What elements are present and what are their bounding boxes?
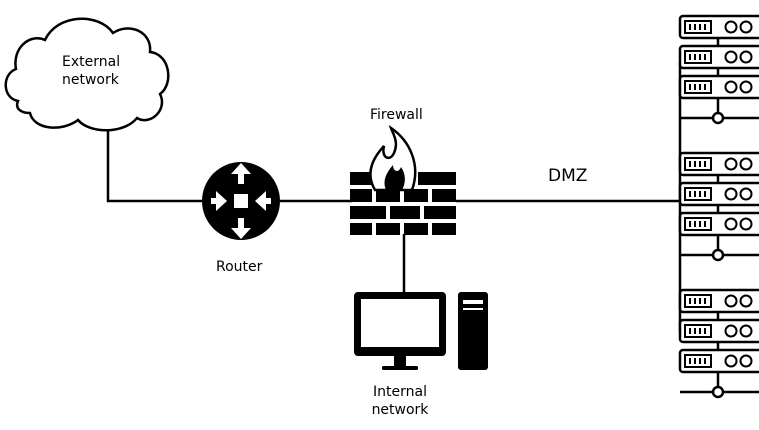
cloud-icon — [4, 17, 170, 132]
flame-icon — [369, 124, 417, 192]
server-unit — [678, 288, 759, 314]
router-label: Router — [216, 259, 263, 275]
dmz-label: DMZ — [548, 166, 588, 186]
server-unit — [678, 14, 759, 40]
internal-network-label-line2: network — [371, 401, 429, 418]
internal-network-label: Internal network — [358, 384, 442, 419]
internal-network-label-line1: Internal — [373, 384, 427, 400]
server-rack-icon — [678, 14, 759, 125]
monitor-icon — [354, 292, 446, 370]
server-rack-icon — [678, 288, 759, 399]
dmz-servers — [678, 14, 759, 399]
computer-tower-icon — [458, 292, 488, 370]
external-network-label: External network — [62, 54, 120, 89]
server-stand — [680, 235, 759, 262]
server-unit — [678, 44, 759, 70]
firewall-label: Firewall — [370, 107, 423, 123]
server-stand — [680, 98, 759, 125]
firewall-icon — [350, 124, 456, 235]
server-stand — [680, 372, 759, 399]
server-unit — [678, 181, 759, 207]
server-unit — [678, 151, 759, 177]
server-unit — [678, 348, 759, 374]
external-network-label-line1: External — [62, 54, 121, 70]
link-cloud-router — [106, 128, 202, 203]
server-unit — [678, 211, 759, 237]
server-rack-icon — [678, 151, 759, 262]
external-network-label-line2: network — [62, 71, 119, 88]
server-unit — [678, 318, 759, 344]
router-icon — [202, 162, 280, 240]
server-unit — [678, 74, 759, 100]
